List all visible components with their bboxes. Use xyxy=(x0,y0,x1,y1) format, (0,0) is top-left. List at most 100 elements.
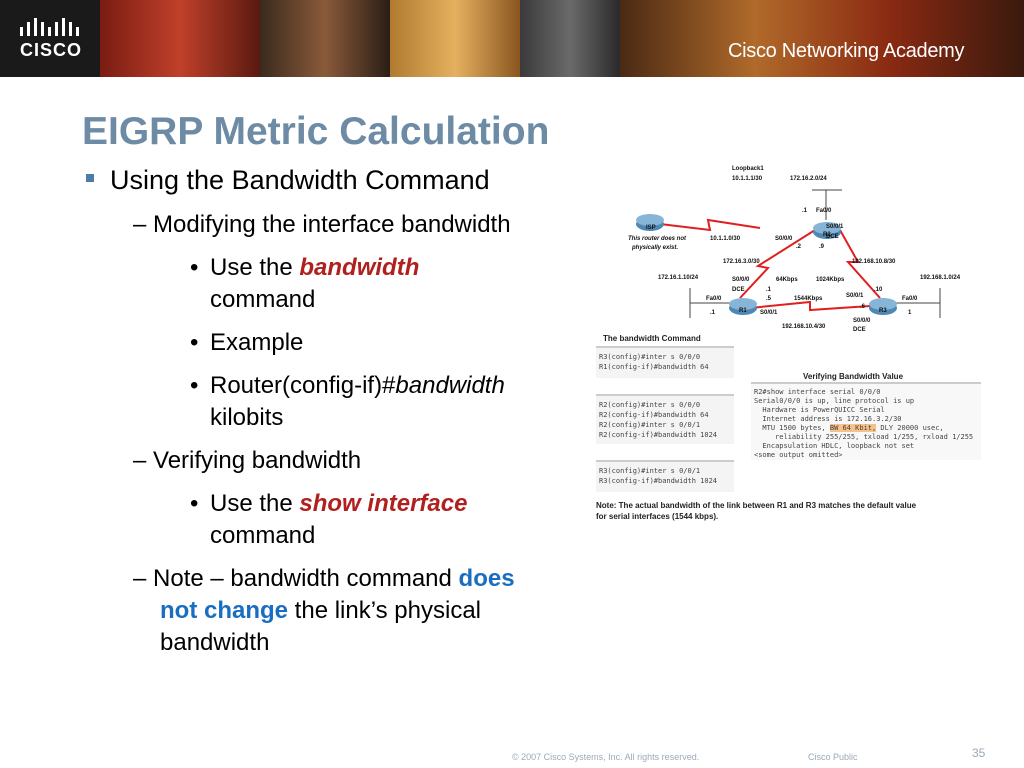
note-line: Note: The actual bandwidth of the link b… xyxy=(596,501,917,510)
label-r1-dce: DCE xyxy=(732,287,745,293)
label-r3: R3 xyxy=(879,308,887,314)
config-panel-r1: R3(config)#inter s 0/0/0 R1(config-if)#b… xyxy=(596,346,734,378)
text-run: Router(config-if)# xyxy=(210,372,396,399)
bullet-level3-cont: command xyxy=(210,522,316,549)
bullet-dot-icon: • xyxy=(190,372,199,399)
label-r1-s001: S0/0/1 xyxy=(760,310,778,316)
footer-classification: Cisco Public xyxy=(808,752,858,762)
text-run: Use the xyxy=(210,490,300,517)
page-number: 35 xyxy=(972,746,986,760)
cli-line: R2(config)#inter s 0/0/0 xyxy=(599,401,701,409)
text-run: Use the xyxy=(210,254,300,281)
banner-photo xyxy=(520,0,620,77)
verify-output-panel: R2#show interface serial 0/0/0 Serial0/0… xyxy=(751,382,981,460)
label-net: 172.16.3.0/30 xyxy=(723,259,760,265)
cli-line: Encapsulation HDLC, loopback not set xyxy=(754,442,915,450)
cli-line: R3(config)#inter s 0/0/1 xyxy=(599,467,701,475)
label-net: 192.168.10.8/30 xyxy=(852,259,896,265)
text-run: – Note – bandwidth command xyxy=(133,565,459,592)
bullet-level1: Using the Bandwidth Command xyxy=(110,165,490,195)
router-r1-icon xyxy=(729,298,757,315)
banner-photo xyxy=(620,0,1024,77)
label-r1-fa: Fa0/0 xyxy=(706,296,722,302)
label-loopback: Loopback1 xyxy=(732,166,764,172)
note-text: Note: The actual bandwidth of the link b… xyxy=(596,500,916,522)
bullet-level2: – Note – bandwidth command does xyxy=(133,563,515,595)
keyword-does: does xyxy=(458,565,515,592)
cli-line: Hardware is PowerQUICC Serial xyxy=(754,406,885,414)
note-line: for serial interfaces (1544 kbps). xyxy=(596,512,719,521)
label-net: 172.16.1.10/24 xyxy=(658,275,699,281)
label-r1-dot1a: .1 xyxy=(766,287,772,293)
label-r2-dot9: .9 xyxy=(819,244,825,250)
bullet-dot-icon: • xyxy=(190,254,199,281)
slide-title: EIGRP Metric Calculation xyxy=(82,110,550,153)
label-r1-dot1b: .1 xyxy=(710,310,716,316)
header-banner: CISCO Cisco Networking Academy xyxy=(0,0,1024,77)
label-isp: ISP xyxy=(646,225,656,231)
label-r2: R2 xyxy=(823,232,831,238)
bullet-level3-cont: command xyxy=(210,286,316,313)
label-r2-dot1: .1 xyxy=(802,208,808,214)
cli-line: Internet address is 172.16.3.2/30 xyxy=(754,415,902,423)
cli-line: R3(config-if)#bandwidth 1024 xyxy=(599,477,718,485)
bullet-level3: Use the show interface xyxy=(210,488,467,520)
bullet-level2: – Verifying bandwidth xyxy=(133,447,362,474)
cli-highlight: BW 64 Kbit, xyxy=(829,424,877,432)
cli-line: R3(config)#inter s 0/0/0 xyxy=(599,353,701,361)
label-r1-s000: S0/0/0 xyxy=(732,277,750,283)
label-r3-dot6: .6 xyxy=(860,304,866,310)
panel-title-bandwidth: The bandwidth Command xyxy=(603,334,701,343)
link-r1-r3 xyxy=(749,300,871,312)
label-bw: 1544Kbps xyxy=(794,296,823,302)
label-net: 192.168.10.4/30 xyxy=(782,324,826,330)
cisco-logo: CISCO xyxy=(0,0,100,77)
router-r3-icon xyxy=(869,298,897,315)
cli-line: reliability 255/255, txload 1/255, rxloa… xyxy=(754,433,974,441)
label-bw: 1024Kbps xyxy=(816,277,845,283)
bullet-dot-icon: • xyxy=(190,490,199,517)
bullet-level3: Use the bandwidth xyxy=(210,252,419,284)
bullet-level2-cont: not change the link’s physical xyxy=(160,595,481,627)
bullet-level2-cont: bandwidth xyxy=(160,629,270,656)
cli-line: R2#show interface serial 0/0/0 xyxy=(754,388,881,396)
cli-line: R2(config)#inter s 0/0/1 xyxy=(599,421,701,429)
cli-line: Serial0/0/0 is up, line protocol is up xyxy=(754,397,915,405)
panel-title-verify: Verifying Bandwidth Value xyxy=(803,372,904,381)
banner-photo xyxy=(390,0,520,77)
label-r2-dce: DCE xyxy=(826,234,839,240)
config-panel-r2: R2(config)#inter s 0/0/0 R2(config-if)#b… xyxy=(596,394,734,444)
square-bullet-icon xyxy=(86,174,94,182)
label-r3-dce: DCE xyxy=(853,327,866,333)
label-r3-s001: S0/0/1 xyxy=(846,293,864,299)
keyword-bandwidth: bandwidth xyxy=(395,372,505,399)
network-topology-diagram: Loopback1 10.1.1.1/30 172.16.2.0/24 .1 F… xyxy=(628,166,961,333)
label-r2-fa: Fa0/0 xyxy=(816,208,832,214)
link-r2-r3 xyxy=(839,229,881,299)
bullet-level3-cont: kilobits xyxy=(210,404,284,431)
cli-run: MTU 1500 bytes, xyxy=(754,424,830,432)
label-bw: 64Kbps xyxy=(776,277,798,283)
keyword-show-interface: show interface xyxy=(299,490,468,517)
label-net: 172.16.2.0/24 xyxy=(790,176,827,182)
label-r1: R1 xyxy=(739,308,747,314)
cli-line: MTU 1500 bytes, BW 64 Kbit, DLY 20000 us… xyxy=(754,423,944,433)
link-isp-r2 xyxy=(659,218,761,232)
label-r2-dot2: .2 xyxy=(796,244,802,250)
label-r1-dot5: .5 xyxy=(766,296,772,302)
label-net: 192.168.1.0/24 xyxy=(920,275,961,281)
keyword-not-change: not change xyxy=(160,597,289,624)
academy-title: Cisco Networking Academy xyxy=(728,40,965,62)
router-isp-icon xyxy=(636,214,664,231)
cli-line: R2(config-if)#bandwidth 64 xyxy=(599,411,709,419)
cli-line: R2(config-if)#bandwidth 1024 xyxy=(599,431,718,439)
cisco-logo-text: CISCO xyxy=(20,40,83,60)
bullet-level3: Example xyxy=(210,329,304,356)
link-r1-r2 xyxy=(739,229,816,299)
label-r3-one: 1 xyxy=(908,310,912,316)
label-r3-s000: S0/0/0 xyxy=(853,318,871,324)
config-panel-r3: R3(config)#inter s 0/0/1 R3(config-if)#b… xyxy=(596,460,734,492)
label-net: 10.1.1.0/30 xyxy=(710,236,741,242)
banner-photo xyxy=(260,0,390,77)
footer-copyright: © 2007 Cisco Systems, Inc. All rights re… xyxy=(512,752,700,762)
